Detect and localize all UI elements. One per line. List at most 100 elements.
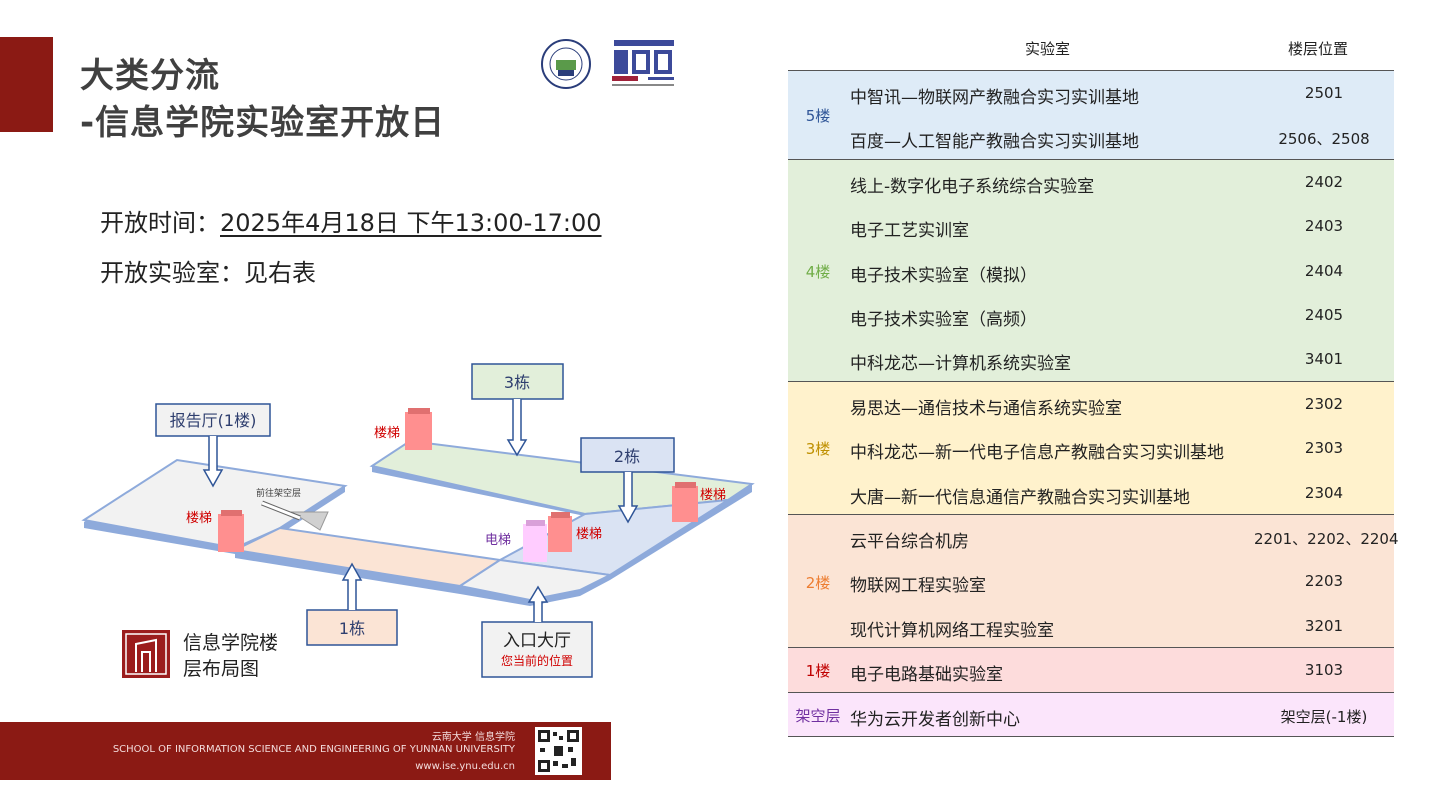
lab-name: 电子工艺实训室 <box>850 221 969 242</box>
lab-name: 中智讯—物联网产教融合实习实训基地 <box>850 88 1139 108</box>
building-2-label: 2栋 <box>614 447 640 466</box>
table-row: 百度—人工智能产教融合实习实训基地 2506、2508 <box>788 115 1394 159</box>
stilt-floor-direction-icon <box>290 511 329 531</box>
table-row: 中科龙芯—新一代电子信息产教融合实习实训基地 2303 <box>788 426 1394 470</box>
lab-name: 百度—人工智能产教融合实习实训基地 <box>850 132 1139 153</box>
lab-name: 线上-数字化电子系统综合实验室 <box>850 176 1095 197</box>
floor-group: 3楼 易思达—通信技术与通信系统实验室 2302 中科龙芯—新一代电子信息产教融合实习… <box>788 380 1394 515</box>
building-2-callout <box>580 437 675 473</box>
building-3-callout <box>471 363 564 400</box>
lab-name: 物联网工程实验室 <box>850 576 986 597</box>
column-header-lab: 实验室 <box>1025 40 1071 58</box>
floor-group: 5楼中智讯—物联网产教融合实习实训基地 2501 百度—人工智能产教融合实习实训基地… <box>788 70 1394 159</box>
floor-label: 架空层 <box>795 706 841 725</box>
floor-label: 4楼 <box>805 262 831 281</box>
stairs-block <box>672 482 698 522</box>
table-row: 电子电路基础实验室 3103 <box>788 648 1394 692</box>
page-title-line2: -信息学院实验室开放日 <box>80 103 446 143</box>
open-labs-note: 开放实验室：见右表 <box>100 259 316 287</box>
open-time-value: 2025年4月18日 下午13:00-17:00 <box>220 209 602 237</box>
entrance-label: 入口大厅 <box>503 631 571 651</box>
room-number: 2304 <box>1304 483 1344 502</box>
arrow-up-icon <box>527 585 549 622</box>
arrow-down-icon <box>617 472 639 524</box>
footer-bar: 云南大学 信息学院 SCHOOL OF INFORMATION SCIENCE … <box>0 722 611 780</box>
floor-group: 2楼 云平台综合机房 2201、2202、2204 物联网工程实验室 2203 现代计算机… <box>788 514 1399 648</box>
floor-label: 5楼 <box>805 107 831 126</box>
floor-group: 1楼电子电路基础实验室 3103 <box>788 647 1394 692</box>
table-row: 线上-数字化电子系统综合实验室 2402 <box>788 160 1394 204</box>
elevator-block <box>523 520 547 562</box>
university-logos <box>541 39 674 89</box>
table-row: 现代计算机网络工程实验室 3201 <box>788 604 1394 648</box>
footer-url[interactable]: www.ise.ynu.edu.cn <box>415 761 515 772</box>
building-1-callout <box>306 609 398 646</box>
auditorium-area <box>81 458 348 550</box>
to-stilt-floor-label: 前往架空层 <box>256 487 301 499</box>
room-number: 2303 <box>1304 439 1344 458</box>
lab-name: 云平台综合机房 <box>850 532 969 552</box>
room-number: 2402 <box>1304 172 1344 191</box>
floor-label: 2楼 <box>805 573 831 592</box>
map-legend-line2: 层布局图 <box>183 658 260 680</box>
table-row: 电子工艺实训室 2403 <box>788 204 1394 248</box>
lab-name: 电子技术实验室（模拟） <box>850 265 1037 286</box>
auditorium-callout <box>155 403 271 437</box>
lab-name: 中科龙芯—新一代电子信息产教融合实习实训基地 <box>850 443 1224 464</box>
floor-group: 架空层华为云开发者创新中心 架空层(-1楼) <box>788 691 1394 737</box>
stairs-block <box>548 512 572 552</box>
lab-name: 电子电路基础实验室 <box>850 665 1003 686</box>
accent-bar <box>0 37 53 132</box>
table-row: 电子技术实验室（高频） 2405 <box>788 293 1394 337</box>
building-3-label: 3栋 <box>504 373 530 392</box>
column-header-location: 楼层位置 <box>1288 40 1349 58</box>
floor-label: 3楼 <box>805 440 831 459</box>
lab-name: 现代计算机网络工程实验室 <box>850 620 1054 641</box>
footer-cn: 云南大学 信息学院 <box>431 732 515 743</box>
stairs-label: 楼梯 <box>576 527 602 542</box>
room-number: 3401 <box>1304 350 1344 369</box>
room-number: 2506、2508 <box>1278 130 1370 149</box>
room-number: 2302 <box>1304 394 1344 413</box>
table-row: 易思达—通信技术与通信系统实验室 2302 <box>788 382 1394 426</box>
room-number: 2201、2202、2204 <box>1254 530 1399 548</box>
table-row: 华为云开发者创新中心 架空层(-1楼) <box>788 693 1394 737</box>
lab-name: 大唐—新一代信息通信产教融合实习实训基地 <box>850 487 1190 508</box>
stairs-block <box>218 510 244 552</box>
building-3-area <box>369 439 755 516</box>
room-number: 2405 <box>1304 305 1344 324</box>
table-row: 大唐—新一代信息通信产教融合实习实训基地 2304 <box>788 471 1394 515</box>
table-bottom-border <box>788 736 1394 737</box>
lab-name: 电子技术实验室（高频） <box>850 309 1037 330</box>
table-row: 云平台综合机房 2201、2202、2204 <box>788 515 1399 559</box>
map-legend-line1: 信息学院楼 <box>183 632 279 654</box>
university-seal-icon <box>541 39 591 89</box>
room-number: 架空层(-1楼) <box>1280 707 1368 726</box>
arrow-up-icon <box>341 562 363 610</box>
room-number: 2403 <box>1304 217 1344 236</box>
lab-name: 华为云开发者创新中心 <box>850 709 1020 730</box>
auditorium-label: 报告厅(1楼) <box>170 411 257 430</box>
stairs-label: 楼梯 <box>374 426 400 441</box>
room-number: 2203 <box>1304 572 1344 591</box>
floor-label: 1楼 <box>805 662 831 681</box>
floor-map: 楼梯 楼梯 楼梯 楼梯 电梯 前往架空层 报告厅(1楼) 3栋 2栋 1栋 入口… <box>81 363 755 678</box>
room-number: 3103 <box>1304 661 1344 680</box>
entrance-hall-area <box>457 558 614 602</box>
page-title-line1: 大类分流 <box>80 56 220 96</box>
room-number: 2501 <box>1304 84 1344 102</box>
qr-code-icon <box>535 727 582 775</box>
building-1-label: 1栋 <box>339 619 365 638</box>
stairs-label: 楼梯 <box>700 488 726 503</box>
arrow-down-icon <box>506 399 528 457</box>
lab-name: 中科龙芯—计算机系统实验室 <box>850 354 1071 375</box>
footer-en: SCHOOL OF INFORMATION SCIENCE AND ENGINE… <box>112 744 515 755</box>
open-time-label: 开放时间： <box>100 209 220 237</box>
lab-name: 易思达—通信技术与通信系统实验室 <box>850 398 1122 419</box>
open-time: 开放时间：2025年4月18日 下午13:00-17:00 <box>100 203 602 238</box>
table-row: 中科龙芯—计算机系统实验室 3401 <box>788 337 1394 381</box>
room-number: 3201 <box>1304 616 1344 635</box>
stairs-block <box>405 408 432 450</box>
arrow-down-icon <box>202 436 224 488</box>
stairs-label: 楼梯 <box>186 511 212 526</box>
